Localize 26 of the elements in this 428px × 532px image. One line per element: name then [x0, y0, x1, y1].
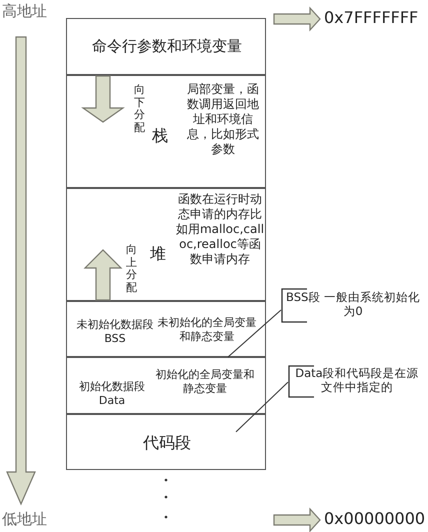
address-label: 高地址 — [2, 2, 47, 21]
segment-label: 初始化数据段 Data — [78, 380, 146, 408]
address-label: 低地址 — [2, 510, 47, 529]
segment-label: 未初始化数据段 BSS — [76, 318, 154, 346]
leader-line — [236, 382, 288, 432]
memory-segment — [66, 414, 266, 470]
leader-line — [228, 310, 282, 358]
segment-label: 堆 — [149, 244, 167, 264]
memory-segment — [66, 301, 266, 357]
segment-label: 栈 — [151, 126, 169, 146]
address-value: 0x00000000 — [324, 509, 426, 528]
segment-description: 未初始化的全局变量和静态变量 — [156, 316, 258, 344]
callout-note: BSS段 一般由系统初始化为0 — [285, 290, 421, 319]
memory-segment — [66, 75, 266, 188]
segment-description: 局部变量，函数调用返回地址和环境信息，比如形式参数 — [186, 82, 260, 157]
segment-description: 初始化的全局变量和静态变量 — [154, 368, 256, 396]
segment-description: 函数在运行时动态申请的内存比如用malloc,calloc,realloc等函数申请内存 — [175, 192, 265, 267]
direction-label: 向上分配 — [125, 244, 138, 295]
memory-segment — [66, 18, 266, 75]
memory-segment — [66, 188, 266, 301]
segment-label: 命令行参数和环境变量 — [91, 37, 243, 56]
direction-label: 向下分配 — [133, 84, 146, 135]
memory-segment — [66, 357, 266, 414]
segment-label: 代码段 — [142, 433, 192, 453]
callout-note: Data段和代码段是在源文件中指定的 — [294, 366, 420, 395]
address-value: 0x7FFFFFFF — [324, 8, 418, 27]
